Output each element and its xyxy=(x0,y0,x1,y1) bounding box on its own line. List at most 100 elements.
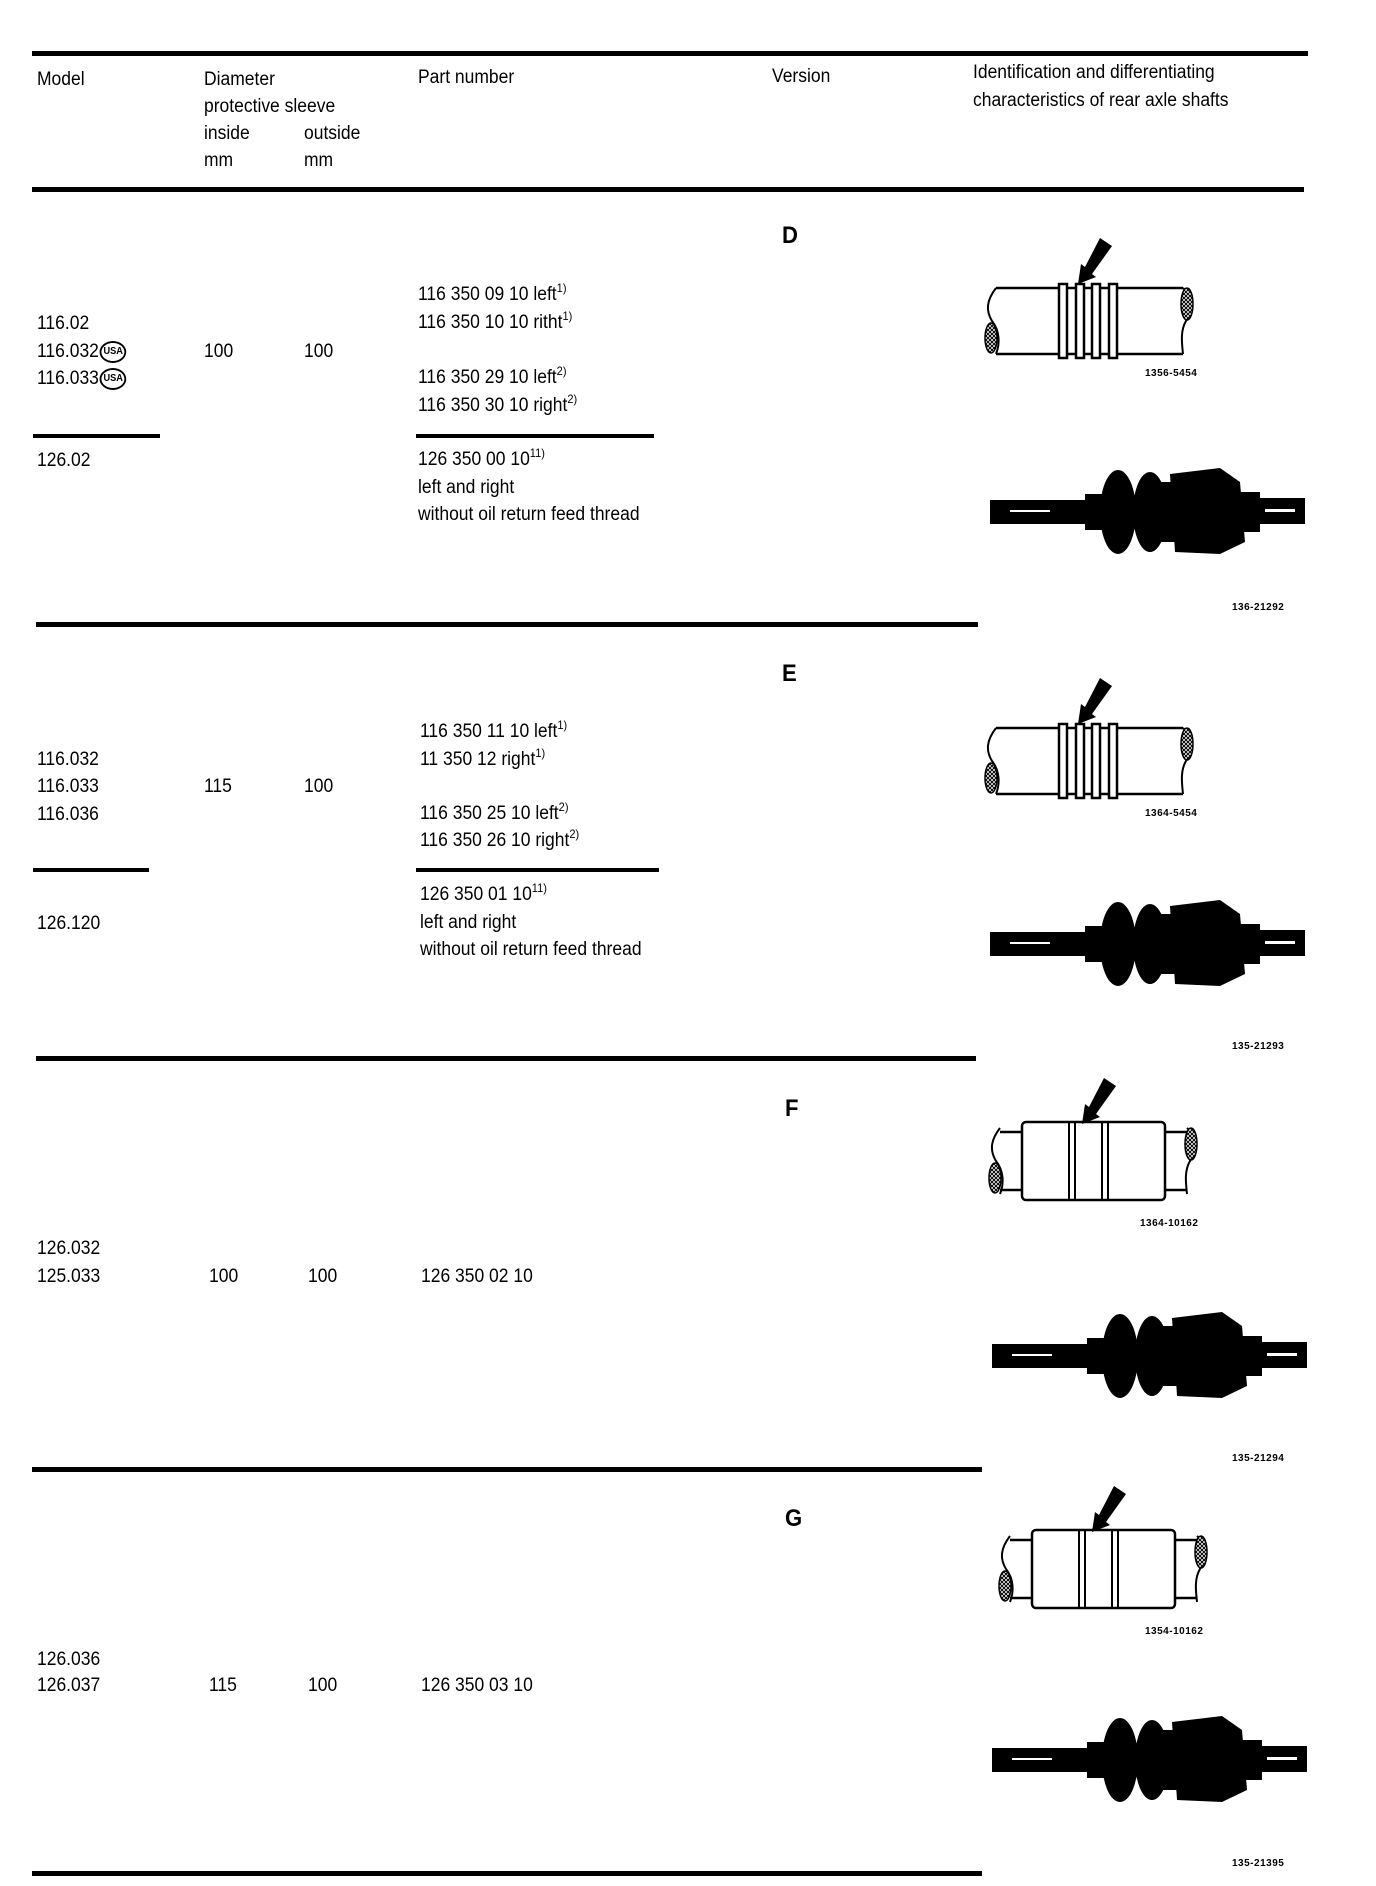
part-number-row: 116 350 09 10 left1 xyxy=(418,281,567,306)
sleeve-outside-diameter: 100 xyxy=(308,1675,338,1696)
part-note: left and right xyxy=(420,912,517,933)
sleeve-inside-diameter: 100 xyxy=(204,341,234,362)
model-number: 125.033 xyxy=(37,1266,101,1287)
version-letter: F xyxy=(785,1095,799,1122)
column-header-identification: Identification and differentiating xyxy=(973,62,1215,83)
part-number-row: 126 350 03 10 xyxy=(421,1675,533,1696)
figure-label: 1356-5454 xyxy=(1145,368,1198,379)
part-number: 126 350 00 10 xyxy=(418,449,530,470)
part-note: without oil return feed thread xyxy=(418,504,640,525)
model-row: 126.02 xyxy=(37,450,91,471)
drive-shaft-joint-photo xyxy=(992,1312,1307,1398)
part-number: 116 350 29 10 left xyxy=(418,367,557,388)
footnote-ref: 2 xyxy=(569,827,579,841)
version-letter: E xyxy=(782,660,797,687)
model-row: 126.037 xyxy=(37,1675,100,1697)
model-row: 116.02 xyxy=(37,313,89,335)
shaft-drawing-grooved xyxy=(984,238,1194,360)
footnote-ref: 1 xyxy=(557,718,567,732)
footnote-ref: 1 xyxy=(535,746,545,760)
model-number: 126.032 xyxy=(37,1238,101,1259)
sleeve-inside-diameter: 100 xyxy=(209,1266,239,1287)
shaft-drawing-grooved xyxy=(984,678,1194,800)
figure-label: 135-21395 xyxy=(1232,1858,1285,1869)
part-number-row: 116 350 10 10 ritht1 xyxy=(418,309,572,334)
part-number: 116 350 26 10 right xyxy=(420,830,570,851)
column-header-model: Model xyxy=(37,69,85,90)
column-header-part-number: Part number xyxy=(418,67,515,88)
part-number-row: 11 350 12 right1 xyxy=(420,746,545,771)
part-number-row: 116 350 11 10 left1 xyxy=(420,718,567,743)
sleeve-outside-diameter: 100 xyxy=(304,341,334,362)
figure-label: 1364-5454 xyxy=(1145,808,1198,819)
model-row: 116.036 xyxy=(37,804,99,826)
footnote-ref: 1 xyxy=(557,281,567,295)
model-row: 125.033 xyxy=(37,1266,100,1288)
part-number-row: 116 350 25 10 left2 xyxy=(420,800,569,825)
part-number-row: 116 350 26 10 right2 xyxy=(420,827,579,852)
sleeve-outside-diameter: 100 xyxy=(308,1266,338,1287)
section-rule xyxy=(32,1871,982,1876)
model-number: 116.036 xyxy=(37,804,99,825)
drive-shaft-joint-photo xyxy=(990,900,1305,986)
model-row: 116.033 xyxy=(37,776,99,798)
part-group-divider xyxy=(416,868,659,872)
section-rule xyxy=(36,1056,976,1061)
usa-badge: USA xyxy=(99,341,127,363)
header-rule xyxy=(32,187,1304,192)
model-number: 116.033 xyxy=(37,776,99,797)
unit-inside: mm xyxy=(204,150,234,171)
drive-shaft-joint-photo xyxy=(990,468,1305,554)
model-number: 126.036 xyxy=(37,1649,101,1670)
part-number: 116 350 09 10 left xyxy=(418,284,557,305)
part-note: without oil return feed thread xyxy=(420,939,642,960)
part-number-row: 116 350 30 10 right2 xyxy=(418,392,577,417)
model-number: 116.032 xyxy=(37,341,99,363)
model-row: 126.032 xyxy=(37,1238,100,1260)
part-number: 116 350 11 10 left xyxy=(420,721,558,742)
footnote-ref: 11 xyxy=(530,446,545,460)
footnote-ref: 2 xyxy=(559,800,569,814)
shaft-drawing-sleeve xyxy=(998,1486,1208,1610)
model-row: 116.032 xyxy=(37,749,99,771)
model-number: 116.033 xyxy=(37,368,99,390)
model-number: 116.02 xyxy=(37,313,90,334)
part-number: 116 350 25 10 left xyxy=(420,803,559,824)
sleeve-inside-diameter: 115 xyxy=(209,1675,237,1696)
arrow-icon xyxy=(1082,1078,1116,1124)
usa-badge: USA xyxy=(99,368,127,390)
footnote-ref: 2 xyxy=(557,364,567,378)
column-header-protective-sleeve: protective sleeve xyxy=(204,96,336,117)
arrow-icon xyxy=(1078,678,1112,724)
part-number: 116 350 30 10 right xyxy=(418,395,568,416)
column-header-outside: outside xyxy=(304,123,361,144)
part-number-row: 126 350 00 1011 xyxy=(418,446,545,471)
model-row: 126.036 xyxy=(37,1649,100,1671)
section-rule xyxy=(32,1467,982,1472)
model-number: 126.037 xyxy=(37,1675,101,1696)
version-letter: G xyxy=(785,1505,803,1532)
column-header-inside: inside xyxy=(204,123,250,144)
part-number-row: 116 350 29 10 left2 xyxy=(418,364,567,389)
model-row: 126.120 xyxy=(37,913,101,934)
figure-label: 135-21294 xyxy=(1232,1453,1285,1464)
figure-label: 1354-10162 xyxy=(1145,1626,1204,1637)
figure-label: 135-21293 xyxy=(1232,1041,1285,1052)
arrow-icon xyxy=(1092,1486,1126,1532)
footnote-ref: 1 xyxy=(562,309,572,323)
footnote-ref: 11 xyxy=(532,881,547,895)
footnote-ref: 2 xyxy=(567,392,577,406)
shaft-drawing-sleeve xyxy=(988,1078,1198,1202)
column-header-identification-line2: characteristics of rear axle shafts xyxy=(973,90,1229,111)
sleeve-inside-diameter: 115 xyxy=(204,776,232,797)
unit-outside: mm xyxy=(304,150,334,171)
drive-shaft-joint-photo xyxy=(992,1716,1307,1802)
arrow-icon xyxy=(1078,238,1112,284)
part-number-row: 126 350 02 10 xyxy=(421,1266,533,1287)
section-rule xyxy=(36,622,978,627)
model-group-divider xyxy=(33,434,160,438)
model-number: 116.032 xyxy=(37,749,99,770)
model-group-divider xyxy=(33,868,149,872)
